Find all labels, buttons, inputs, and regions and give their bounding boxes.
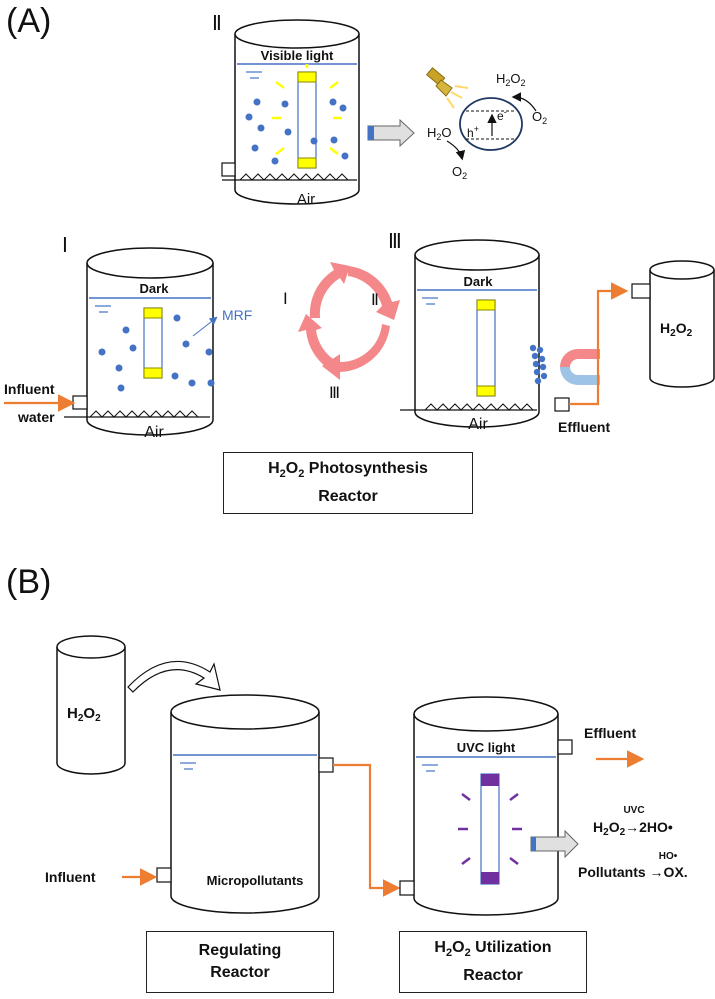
photosynthesis-reactor-box: H2O2 Photosynthesis Reactor <box>223 452 473 514</box>
mech-o2-bottom: O2 <box>452 164 467 181</box>
h2o2-tank-label-a: H2O2 <box>660 320 693 339</box>
influent-label-b: Influent <box>45 869 96 885</box>
micropollutants-label: Micropollutants <box>207 873 304 888</box>
mrf-particles-1 <box>98 314 215 392</box>
regulating-reactor <box>156 694 334 914</box>
h2o2-storage-tank-a <box>631 260 715 388</box>
mrf-particles <box>245 98 349 165</box>
mech-o2-top: O2 <box>532 109 547 126</box>
photosynthesis-reactor-line-2: Reactor <box>318 487 378 505</box>
effluent-label-b: Effluent <box>584 725 636 741</box>
mech-electron: e- <box>497 107 507 123</box>
air-label-2: Air <box>297 191 315 208</box>
utilization-reactor-line-1: H2O2 Utilization <box>434 939 552 960</box>
uvc-rays <box>458 793 522 865</box>
photosynthesis-reactor-line-1: H2O2 Photosynthesis <box>268 460 428 481</box>
dark-label-3: Dark <box>464 274 494 289</box>
mech-h2o2: H2O2 <box>496 71 526 88</box>
utilization-reactor-box: H2O2 Utilization Reactor <box>399 931 587 993</box>
air-label-3: Air <box>468 416 488 433</box>
dark-label-1: Dark <box>140 281 170 296</box>
magnet-icon <box>560 349 600 385</box>
influent-label-a: Influent <box>4 381 55 397</box>
reaction-1: H2O2→2HO• <box>593 819 673 838</box>
stage-1-label: Ⅰ <box>62 235 68 257</box>
dosing-arrow <box>127 660 221 693</box>
utilization-reactor <box>399 696 579 916</box>
effluent-label-a: Effluent <box>558 419 610 435</box>
cycle-arrows <box>298 262 400 380</box>
uvc-lamp <box>480 773 500 885</box>
stage-3-label: Ⅲ <box>388 231 402 253</box>
mrf-particles-3 <box>529 344 548 385</box>
flashlight-icon <box>425 67 453 97</box>
reaction-2-condition: HO• <box>659 851 678 862</box>
mech-hole: h+ <box>467 124 479 140</box>
stage-2-label: Ⅱ <box>212 13 222 35</box>
visible-light-label: Visible light <box>261 48 334 63</box>
h2o2-tank-label-b: H2O2 <box>67 705 101 724</box>
reactor-stage-2 <box>221 19 415 205</box>
reaction-1-condition: UVC <box>623 805 644 816</box>
mech-h2o: H2O <box>427 125 452 142</box>
visible-lamp <box>297 71 317 169</box>
uvc-light-label: UVC light <box>457 740 516 755</box>
light-rays <box>272 64 342 155</box>
reaction-2: Pollutants →OX. <box>578 864 688 880</box>
cycle-label-1: Ⅰ <box>283 291 288 308</box>
mrf-label: MRF <box>222 307 252 323</box>
cycle-label-3: Ⅲ <box>329 385 340 402</box>
panel-a-label: (A) <box>6 2 52 40</box>
panel-b-label: (B) <box>6 563 52 601</box>
reactor-stage-1 <box>4 247 218 436</box>
water-label: water <box>17 409 55 425</box>
reactor-stage-3 <box>400 239 629 428</box>
photocatalysis-mechanism <box>425 67 537 161</box>
transfer-pipe <box>333 763 401 897</box>
regulating-reactor-box: Regulating Reactor <box>146 931 334 993</box>
catalyst-particle <box>459 97 523 151</box>
utilization-reactor-line-2: Reactor <box>463 966 523 984</box>
cycle-label-2: Ⅱ <box>371 292 379 309</box>
regulating-reactor-line-2: Reactor <box>210 964 270 981</box>
air-label-1: Air <box>144 424 164 441</box>
h2o2-storage-tank-b <box>56 635 126 775</box>
regulating-reactor-line-1: Regulating <box>198 942 282 959</box>
